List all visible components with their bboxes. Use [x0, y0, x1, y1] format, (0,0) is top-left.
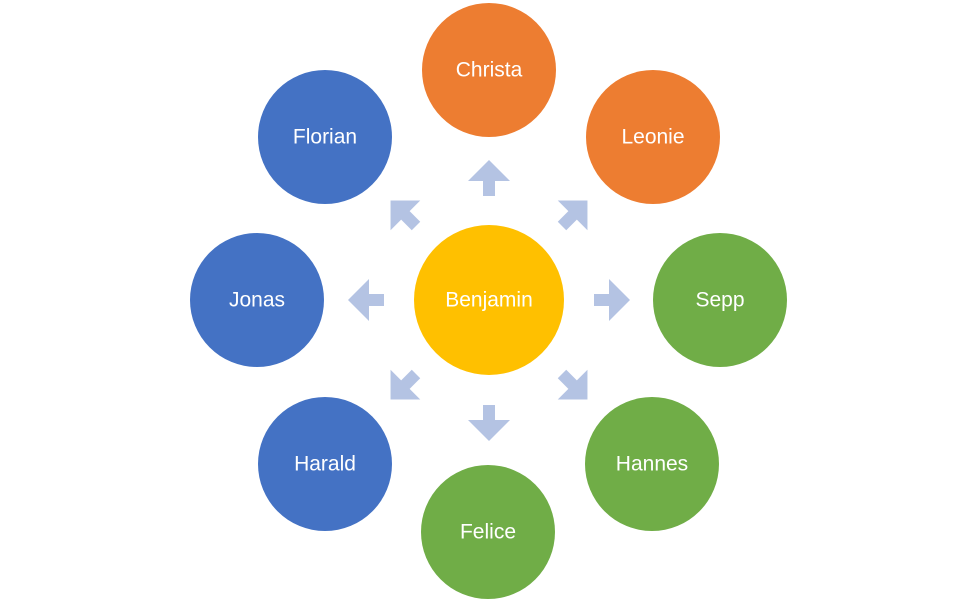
- center-circle: [414, 225, 564, 375]
- center-label: Benjamin: [445, 289, 533, 312]
- arrow-to-felice: [468, 405, 510, 441]
- arrow-to-jonas: [348, 279, 384, 321]
- node-florian: Florian: [258, 70, 392, 204]
- node-circle: [258, 397, 392, 531]
- node-circle: [258, 70, 392, 204]
- arrow-to-christa: [468, 160, 510, 196]
- arrows-group: [348, 160, 630, 441]
- node-label: Jonas: [229, 289, 285, 312]
- arrow-to-hannes: [557, 369, 588, 400]
- arrow-to-harald: [390, 369, 421, 400]
- node-felice: Felice: [421, 465, 555, 599]
- node-label: Christa: [456, 59, 523, 82]
- center-node: Benjamin: [414, 225, 564, 375]
- node-sepp: Sepp: [653, 233, 787, 367]
- node-label: Florian: [293, 126, 357, 149]
- node-label: Hannes: [616, 453, 688, 476]
- node-circle: [422, 3, 556, 137]
- arrow-to-florian: [390, 200, 421, 231]
- node-circle: [421, 465, 555, 599]
- node-circle: [586, 70, 720, 204]
- node-circle: [653, 233, 787, 367]
- node-christa: Christa: [422, 3, 556, 137]
- arrow-to-leonie: [557, 200, 588, 231]
- node-circle: [190, 233, 324, 367]
- node-leonie: Leonie: [586, 70, 720, 204]
- node-harald: Harald: [258, 397, 392, 531]
- node-label: Sepp: [695, 289, 744, 312]
- node-circle: [585, 397, 719, 531]
- node-label: Leonie: [621, 126, 684, 149]
- node-hannes: Hannes: [585, 397, 719, 531]
- node-label: Harald: [294, 453, 356, 476]
- node-jonas: Jonas: [190, 233, 324, 367]
- arrow-to-sepp: [594, 279, 630, 321]
- node-label: Felice: [460, 521, 516, 544]
